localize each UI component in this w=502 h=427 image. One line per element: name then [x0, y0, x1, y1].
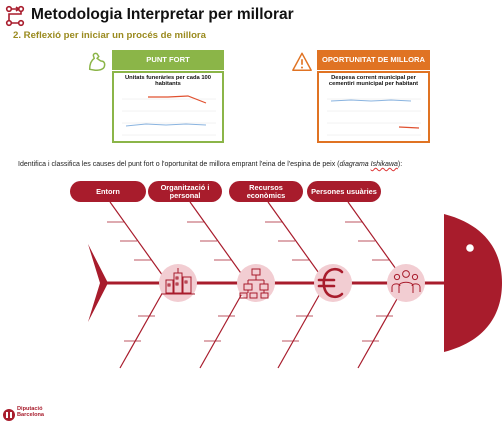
euro-icon: [317, 267, 344, 299]
organization-logo-text: Diputació Barcelona: [17, 406, 45, 418]
warning-triangle-icon: [292, 52, 312, 71]
improvement-chart-panel: Despesa corrent municipal per cementiri …: [317, 71, 430, 143]
section-subtitle: 2. Reflexió per iniciar un procés de mil…: [13, 30, 207, 41]
improvement-series-blue: [330, 99, 412, 102]
fish-head: [444, 214, 502, 352]
improvement-chart-title: Despesa corrent municipal per cementiri …: [328, 75, 419, 88]
strength-label: PUNT FORT: [112, 50, 224, 70]
diputacio-logo-icon: [3, 409, 15, 421]
improvement-series-red: [398, 126, 420, 129]
flow-diagram-icon: [5, 5, 25, 27]
instruction-text: Identifica i classifica les causes del p…: [18, 161, 403, 168]
fish-tail: [88, 244, 108, 322]
category-organitzacio-personal: Organització i personal: [148, 181, 222, 202]
strength-series-blue: [125, 123, 207, 127]
flexed-arm-icon: [88, 52, 106, 71]
people-group-icon: [391, 270, 421, 293]
improvement-label: OPORTUNITAT DE MILLORA: [317, 50, 430, 70]
category-circle-recursos: [314, 264, 352, 302]
strength-chart-title: Unitats funeràries per cada 100 habitant…: [124, 75, 212, 88]
category-recursos-economics: Recursos econòmics: [229, 181, 303, 202]
strength-series-red: [148, 95, 207, 104]
strength-mini-chart: [122, 95, 216, 136]
category-persones-usuaries: Persones usuàries: [307, 181, 381, 202]
page-title: Metodologia Interpretar per millorar: [31, 6, 294, 23]
category-entorn: Entorn: [70, 181, 146, 202]
org-chart-icon: [239, 268, 269, 299]
category-circle-organitzacio: [237, 264, 275, 302]
city-buildings-icon: [162, 268, 195, 295]
improvement-mini-chart: [327, 98, 421, 136]
category-circle-persones: [387, 264, 425, 302]
strength-chart-panel: Unitats funeràries per cada 100 habitant…: [112, 71, 224, 143]
